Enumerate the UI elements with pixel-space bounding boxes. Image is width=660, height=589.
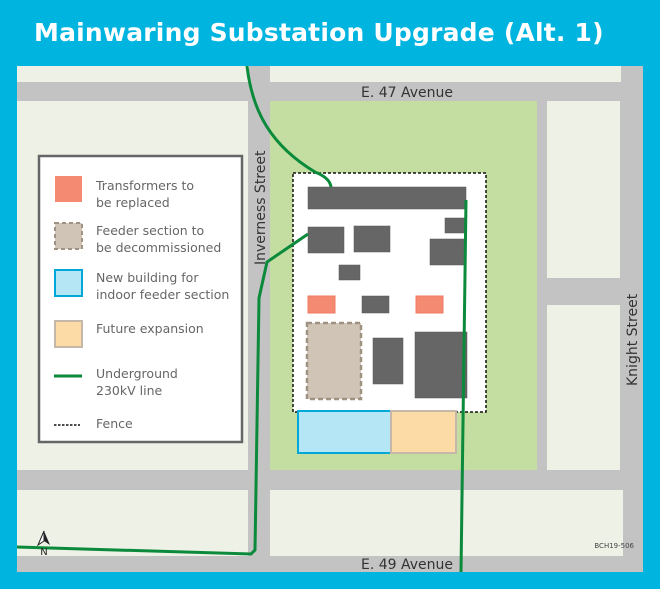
north-arrow-icon: N (36, 530, 50, 558)
future-expansion (390, 410, 457, 454)
legend-label-future: Future expansion (96, 321, 204, 336)
legend-swatch-new-building (54, 269, 83, 297)
legend-swatch-transformers (55, 176, 82, 202)
legend-label-fence: Fence (96, 416, 133, 431)
street-label-e47: E. 47 Avenue (361, 85, 453, 101)
transformer-to-replace (307, 295, 336, 314)
legend-swatch-future (54, 320, 83, 348)
drawing-code: BCH19-506 (594, 542, 634, 550)
existing-equipment (307, 186, 468, 399)
north-label: N (40, 547, 47, 558)
street-label-knight: Knight Street (625, 293, 641, 386)
street-label-e49: E. 49 Avenue (361, 557, 453, 573)
new-building (297, 410, 392, 454)
street-label-inverness: Inverness Street (253, 150, 269, 265)
feeder-section-decommission (305, 321, 363, 401)
map-title: Mainwaring Substation Upgrade (Alt. 1) (34, 18, 604, 47)
underground-230kv-line (16, 65, 468, 573)
legend-swatch-feeder (54, 222, 83, 250)
transformer-to-replace (415, 295, 444, 314)
